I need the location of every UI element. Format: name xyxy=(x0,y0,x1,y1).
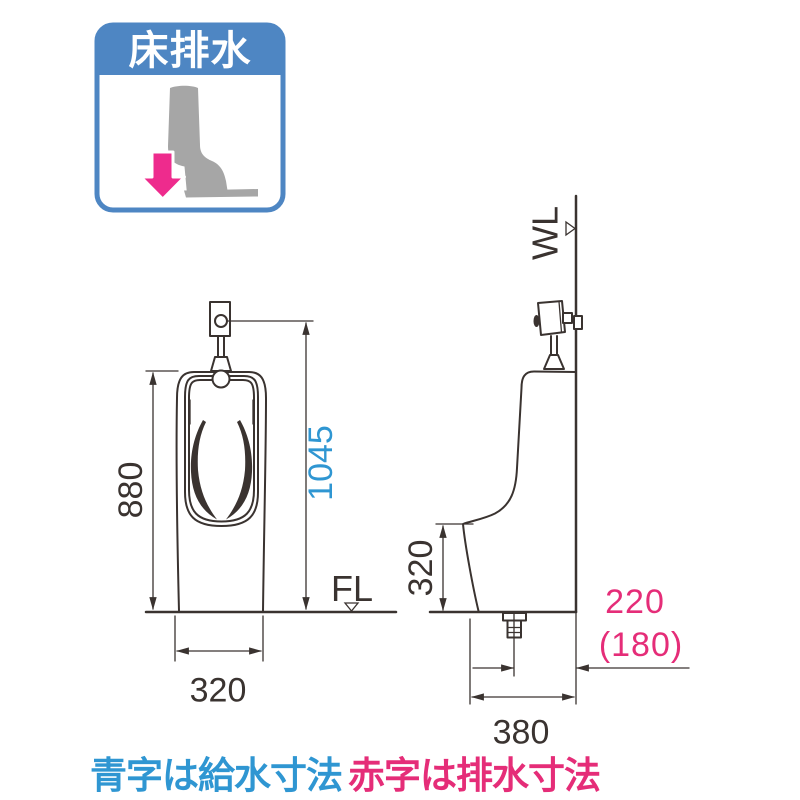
supply-dimension-note: 青字は給水寸法 xyxy=(90,755,342,796)
dimension-label-380: 380 xyxy=(493,713,550,751)
down-arrow-icon xyxy=(139,150,186,201)
spreader-outlet xyxy=(211,369,231,389)
bowl-rim-outer xyxy=(184,375,259,527)
valve-wall-bracket xyxy=(562,312,573,324)
dimension-label-320-height: 320 xyxy=(402,540,440,597)
urinal-silhouette-icon xyxy=(168,85,228,194)
drain-dimension-note: 赤字は排水寸法 xyxy=(348,755,600,796)
valve-edge-line xyxy=(558,300,563,334)
floor-shadow-shape xyxy=(184,189,258,198)
legend: 青字は給水寸法 赤字は排水寸法 xyxy=(90,755,601,796)
wall-label: WL xyxy=(525,206,566,260)
badge-title: 床排水 xyxy=(129,29,252,73)
dimension-label-180: (180) xyxy=(599,626,683,664)
front-view: FL 880 1045 320 xyxy=(112,301,398,709)
wall-level-marker xyxy=(565,220,577,237)
floor-drain-badge: 床排水 xyxy=(94,22,286,213)
dimension-label-220: 220 xyxy=(605,583,665,621)
flush-valve-side xyxy=(537,300,566,336)
bowl-opening-right xyxy=(226,420,253,520)
bowl-opening-left xyxy=(190,420,217,520)
badge-header-band xyxy=(97,25,283,75)
valve-outlet-circle xyxy=(214,314,228,328)
dimension-label-1045: 1045 xyxy=(302,425,340,501)
urinal-profile-outline xyxy=(462,370,577,612)
valve-button xyxy=(533,315,540,327)
spreader-cone xyxy=(210,356,232,372)
badge-border xyxy=(94,22,286,213)
valve-wall-nut xyxy=(573,315,583,330)
floor-level-marker xyxy=(343,602,360,613)
spreader-cone-side xyxy=(543,354,565,370)
bowl-rim-inner xyxy=(188,379,255,523)
dimension-label-880: 880 xyxy=(112,462,150,519)
side-view: WL 320 2 xyxy=(402,194,690,751)
floor-label: FL xyxy=(331,568,373,609)
dimension-label-320-width: 320 xyxy=(190,671,247,709)
